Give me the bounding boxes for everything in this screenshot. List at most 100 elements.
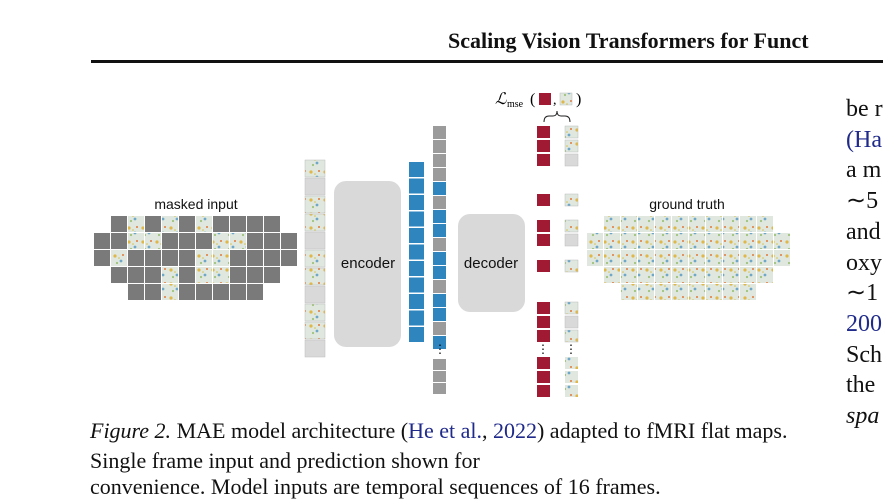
right-column-line: oxy — [846, 249, 882, 276]
ground-truth-patch — [621, 267, 637, 283]
reconstructed-patch — [537, 220, 550, 232]
encoder-token — [433, 266, 446, 279]
masked-patch — [179, 267, 195, 283]
input-patch — [304, 303, 326, 322]
target-patch — [565, 371, 578, 383]
right-column-line: ∼5 — [846, 188, 879, 215]
mask-token — [433, 238, 446, 251]
figure-caption: Figure 2. MAE model architecture (He et … — [90, 416, 794, 476]
caption-comma: , — [481, 418, 493, 443]
ellipsis: ⋮ — [565, 342, 577, 356]
ground-truth-label: ground truth — [649, 196, 725, 212]
caption-cite-link[interactable]: He et al. — [408, 418, 482, 443]
masked-patch — [247, 233, 263, 249]
ground-truth-patch — [655, 216, 671, 232]
input-patch — [304, 195, 326, 214]
target-patch — [565, 385, 578, 397]
encoder-token — [433, 224, 446, 237]
encoder-token — [409, 277, 424, 293]
masked-patch — [230, 284, 246, 300]
masked-patch — [213, 216, 229, 232]
reconstructed-patch — [537, 302, 550, 314]
ground-truth-patch — [774, 233, 790, 249]
svg-text:): ) — [576, 91, 581, 108]
input-patch — [304, 249, 326, 268]
encoder-token — [409, 195, 424, 210]
input-patch — [304, 339, 326, 358]
reconstructed-patch — [537, 154, 550, 166]
ground-truth-patch — [672, 250, 688, 266]
masked-patch — [94, 233, 110, 249]
masked-patch — [179, 233, 195, 249]
ground-truth-patch — [689, 250, 705, 266]
reconstructed-patch — [537, 126, 550, 138]
ground-truth-patch — [723, 233, 739, 249]
masked-patch — [111, 216, 127, 232]
mask-token — [433, 154, 446, 167]
masked-patch — [196, 233, 212, 249]
reconstructed-patch — [537, 371, 550, 383]
ground-truth-patch — [723, 267, 739, 283]
masked-patch — [264, 250, 280, 266]
ground-truth-patch — [604, 250, 620, 266]
encoder-token — [433, 336, 446, 349]
caption-label: Figure 2. — [90, 418, 172, 443]
ground-truth-patch — [638, 250, 654, 266]
visible-patch — [128, 216, 144, 232]
caption-year-link[interactable]: 2022 — [492, 418, 537, 443]
svg-text:mse: mse — [507, 99, 524, 110]
ground-truth-patch — [723, 284, 739, 300]
target-patch — [564, 153, 579, 167]
encoder-token — [433, 210, 446, 223]
encoder-token — [433, 294, 446, 307]
target-patch — [564, 125, 579, 139]
masked-patch — [281, 250, 297, 266]
right-column-line: Sch — [846, 341, 882, 368]
ground-truth-patch — [638, 284, 654, 300]
masked-patch — [145, 216, 161, 232]
ground-truth-patch — [723, 216, 739, 232]
ground-truth-patch — [604, 216, 620, 232]
caption-cut-line: convenience. Model inputs are temporal s… — [90, 474, 661, 499]
ground-truth-patch — [723, 250, 739, 266]
svg-text:ℒ: ℒ — [495, 91, 507, 108]
input-patch — [304, 285, 326, 304]
right-column-line[interactable]: (Ha — [846, 126, 882, 153]
ground-truth-patch — [604, 267, 620, 283]
masked-patch — [111, 267, 127, 283]
visible-patch — [128, 233, 144, 249]
masked-patch — [264, 233, 280, 249]
masked-patch — [264, 267, 280, 283]
target-patch — [564, 139, 579, 153]
ground-truth-patch — [655, 267, 671, 283]
ellipsis: ⋮ — [537, 342, 549, 356]
masked-patch — [213, 284, 229, 300]
visible-patch — [162, 284, 178, 300]
ground-truth-patch — [689, 284, 705, 300]
visible-patch — [196, 267, 212, 283]
mae-architecture-figure: masked input encoder ⋮ decoder ⋮ ⋮ ℒ mse… — [94, 91, 790, 397]
visible-patch — [196, 216, 212, 232]
mask-token — [433, 140, 446, 153]
visible-patch — [213, 250, 229, 266]
encoder-token — [409, 162, 424, 177]
ground-truth-patch — [604, 233, 620, 249]
masked-patch — [230, 250, 246, 266]
mask-token — [433, 126, 446, 139]
input-patch — [304, 159, 326, 178]
ground-truth-grid — [587, 216, 790, 300]
input-patch — [304, 177, 326, 196]
target-patch — [564, 193, 579, 207]
target-patch — [565, 357, 578, 369]
right-column-line: ∼1 — [846, 280, 879, 307]
right-column-line[interactable]: 200 — [846, 310, 882, 337]
mask-token — [433, 280, 446, 293]
ground-truth-patch — [740, 284, 756, 300]
masked-input-label: masked input — [154, 196, 237, 212]
target-patch — [564, 259, 579, 273]
decoder-output-column: ⋮ — [537, 126, 550, 397]
ground-truth-patch — [689, 267, 705, 283]
right-column-line: and — [846, 218, 881, 245]
ground-truth-patch — [757, 250, 773, 266]
mixed-token-column: ⋮ — [433, 126, 446, 394]
